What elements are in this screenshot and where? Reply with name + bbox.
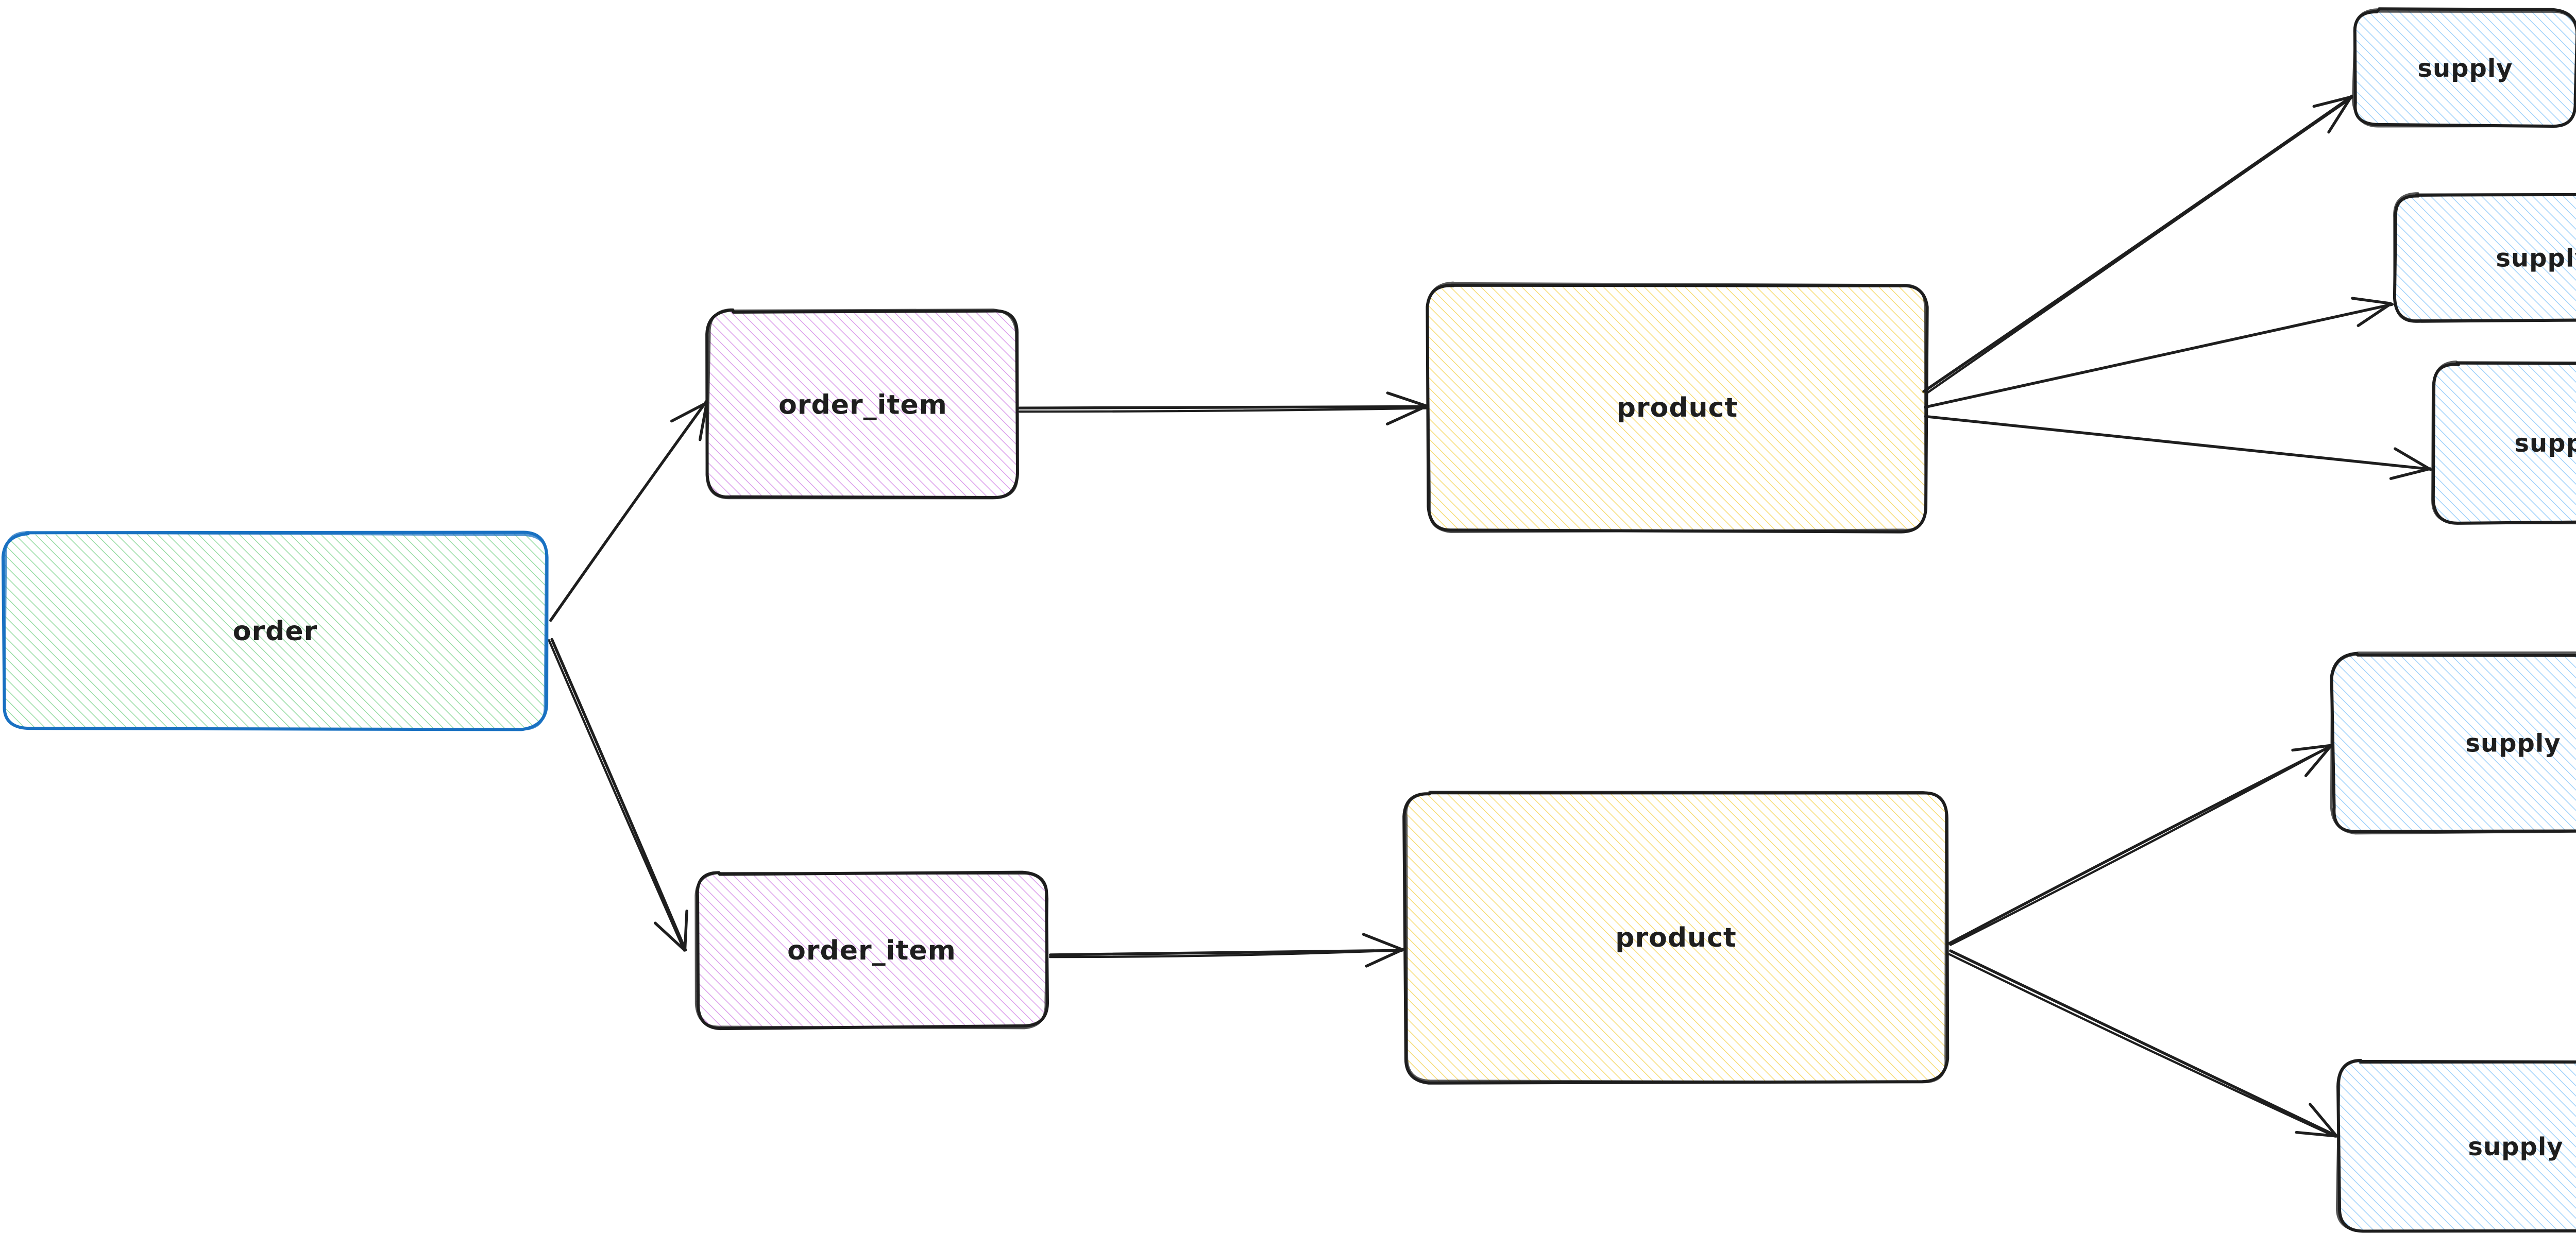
edge-product_1-to-supply_3[interactable] (1924, 415, 2432, 480)
node-fill-supply_1 (2354, 9, 2576, 126)
node-fill-order_item_1 (708, 311, 1019, 499)
node-fill-order_item_2 (696, 872, 1048, 1028)
node-supply_4[interactable]: supply (2330, 651, 2576, 835)
edge-line (1018, 405, 1429, 410)
node-outline-supply_2 (2393, 193, 2576, 323)
edge-order-to-order_item_2[interactable] (548, 638, 688, 952)
node-fill-product_1 (1428, 284, 1926, 531)
node-outline-supply_2 (2393, 192, 2576, 322)
arrowhead-barb (654, 921, 686, 951)
node-supply_2[interactable]: supply (2393, 192, 2576, 323)
node-supply_1[interactable]: supply (2351, 7, 2576, 128)
edge-order-to-order_item_1[interactable] (549, 399, 709, 622)
edge-product_2-to-supply_4[interactable] (1947, 744, 2333, 946)
node-label-product_2: product (1615, 922, 1737, 953)
edge-line (1019, 407, 1428, 413)
edge-order_item_2-to-product_2[interactable] (1048, 933, 1405, 968)
edge-order_item_1-to-product_1[interactable] (1018, 391, 1429, 425)
node-fill-product_2 (1405, 792, 1947, 1083)
edge-line (1949, 949, 2337, 1137)
edge-line (1924, 415, 2432, 471)
node-order_item_2[interactable]: order_item (694, 870, 1049, 1031)
edge-line (1923, 303, 2394, 409)
edge-line (1925, 96, 2353, 395)
arrowhead-barb (2304, 744, 2333, 777)
node-label-supply_1: supply (2417, 54, 2513, 83)
edge-product_2-to-supply_5[interactable] (1948, 949, 2338, 1138)
node-outline-supply_3 (2431, 361, 2576, 525)
edge-product_1-to-supply_2[interactable] (1923, 297, 2394, 409)
arrowhead-barb (1362, 933, 1404, 951)
arrowhead-barb (2295, 1131, 2337, 1138)
node-outline-order_item_1 (705, 308, 1019, 500)
node-label-order_item_2: order_item (787, 935, 956, 966)
edge-line (1947, 745, 2332, 945)
node-fill-supply_3 (2434, 363, 2576, 523)
edge-line (1948, 953, 2336, 1138)
node-outline-supply_5 (2335, 1059, 2576, 1232)
arrowhead-barb (2312, 95, 2353, 108)
arrowhead-barb (2327, 94, 2353, 134)
arrowhead-barb (2309, 1103, 2338, 1138)
arrowhead-barb (1385, 405, 1428, 425)
node-outline-supply_4 (2330, 651, 2576, 835)
node-fill-supply_5 (2337, 1061, 2576, 1231)
arrowhead-barb (1386, 391, 1428, 408)
node-fill-supply_2 (2395, 194, 2576, 321)
node-outline-supply_1 (2351, 8, 2576, 128)
node-label-supply_5: supply (2468, 1133, 2563, 1161)
edge-line (548, 639, 686, 952)
edge-line (1949, 744, 2333, 946)
node-label-supply_4: supply (2465, 729, 2561, 758)
node-order_item_1[interactable]: order_item (705, 308, 1019, 500)
node-label-order: order (233, 616, 318, 647)
node-label-supply_2: supply (2496, 244, 2576, 273)
arrowhead-barb (2351, 297, 2392, 305)
edge-product_1-to-supply_1[interactable] (1922, 94, 2353, 395)
node-outline-order (3, 531, 548, 731)
edge-line (1048, 949, 1404, 958)
arrowhead-barb (1365, 948, 1405, 968)
node-supply_5[interactable]: supply (2335, 1058, 2576, 1233)
node-label-order_item_1: order_item (778, 390, 947, 421)
edge-line (550, 638, 687, 952)
arrowhead-barb (2357, 302, 2393, 327)
arrowhead-barb (2291, 744, 2332, 752)
arrowhead-barb (670, 401, 709, 423)
node-outline-product_1 (1426, 281, 1927, 534)
node-label-supply_3: supply (2514, 429, 2576, 458)
node-outline-product_2 (1405, 791, 1947, 1084)
node-product_2[interactable]: product (1402, 791, 1950, 1085)
node-fill-order (3, 533, 547, 730)
node-order[interactable]: order (1, 530, 549, 731)
node-outline-order_item_2 (694, 871, 1049, 1030)
edges-layer (548, 94, 2432, 1138)
nodes-layer: orderorder_itemorder_itemproductproducts… (1, 7, 2576, 1233)
arrowhead-barb (683, 910, 688, 951)
edge-line (1922, 95, 2353, 393)
node-product_1[interactable]: product (1426, 281, 1929, 534)
arrowhead-barb (2394, 447, 2432, 471)
arrowhead-barb (2389, 467, 2432, 480)
node-label-product_1: product (1617, 392, 1738, 423)
node-fill-supply_4 (2332, 653, 2576, 832)
node-supply_3[interactable]: supply (2431, 361, 2576, 525)
edge-line (549, 400, 708, 622)
